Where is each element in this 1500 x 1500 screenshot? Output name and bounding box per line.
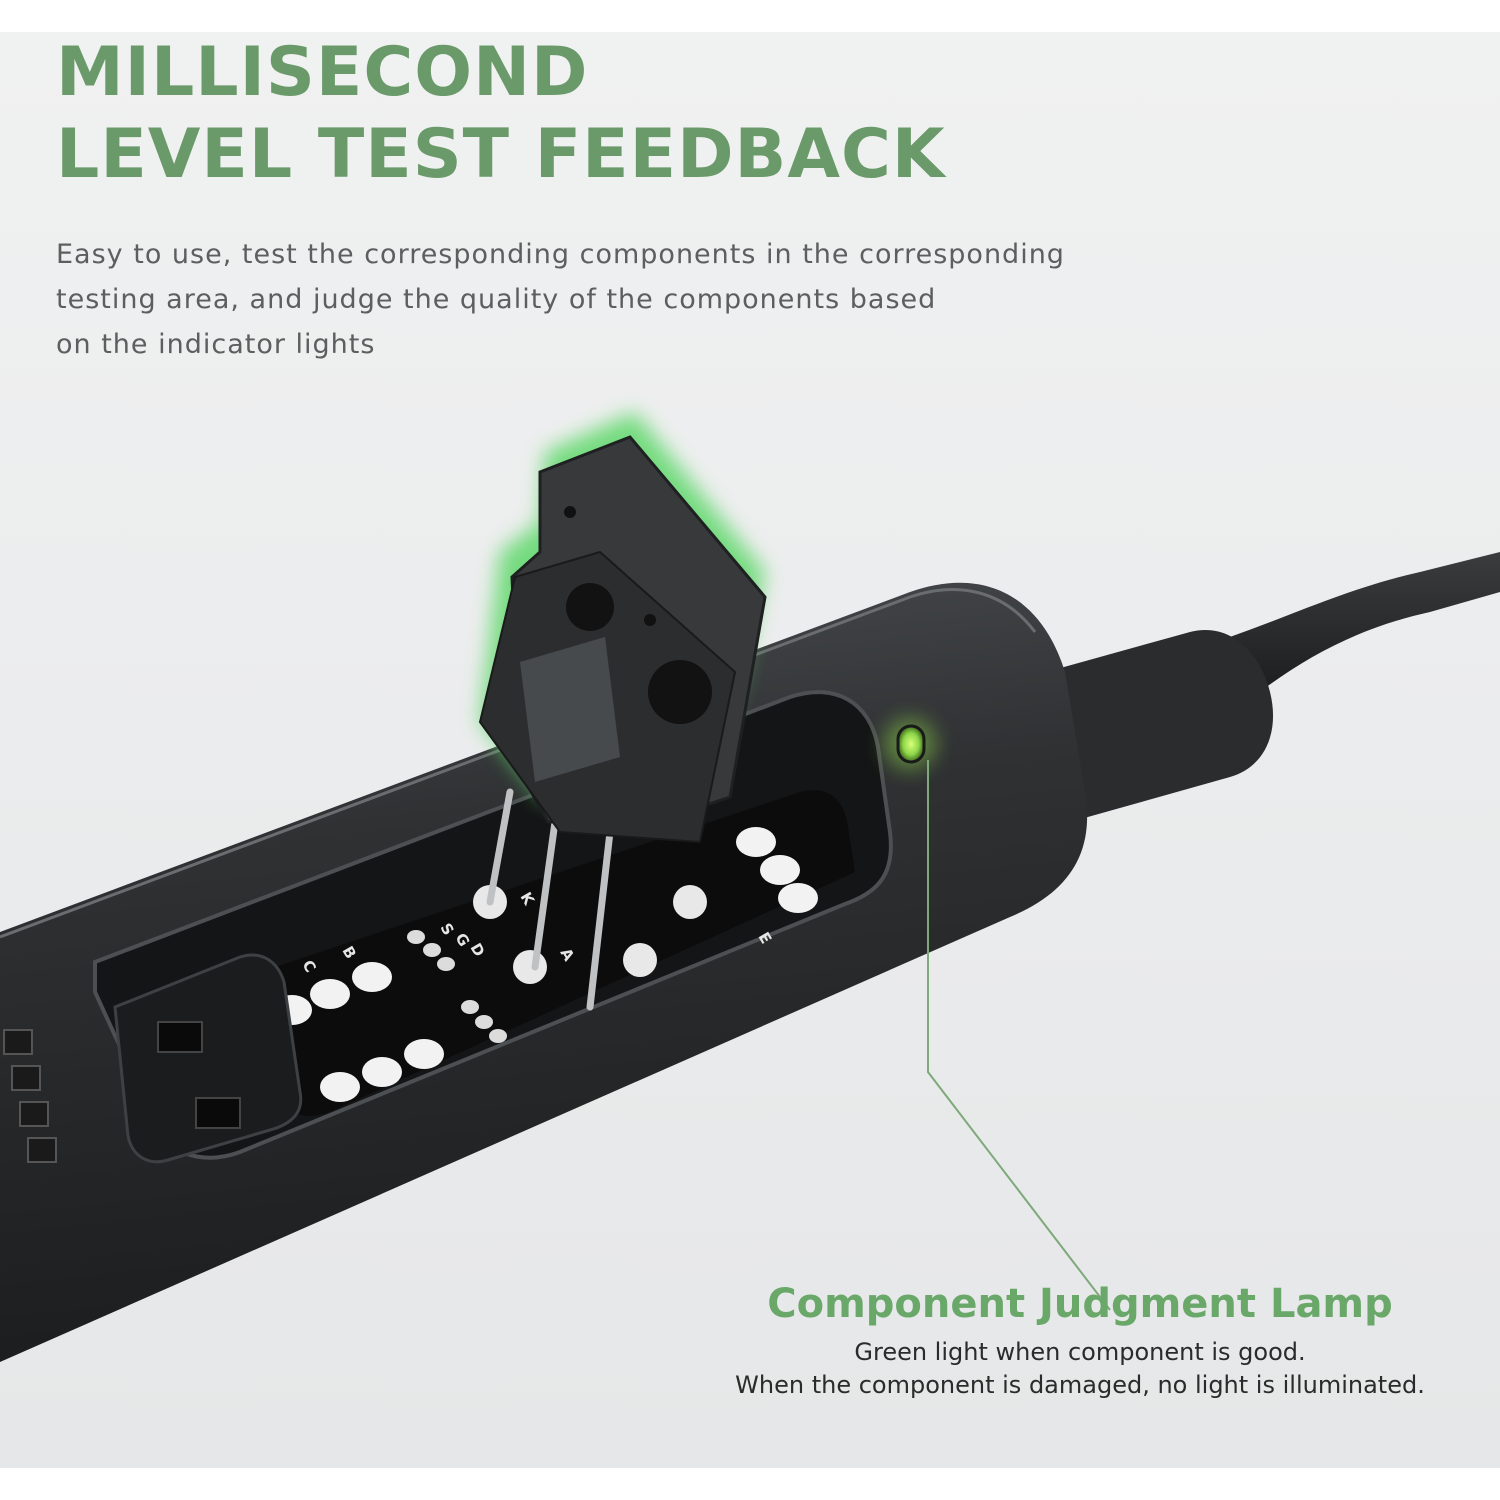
- description-line-2: testing area, and judge the quality of t…: [56, 284, 937, 315]
- callout-line-1: Green light when component is good.: [854, 1338, 1306, 1366]
- transistor-mount-hole: [566, 583, 614, 631]
- pcb-small-pads: [407, 930, 507, 1043]
- component-tester-illustration: S G D B E C K A E: [0, 412, 1500, 1362]
- callout-title: Component Judgment Lamp: [767, 1281, 1393, 1327]
- body-edge-highlight: [0, 588, 1037, 939]
- transistor-screw-dot: [564, 506, 576, 518]
- vent-slots: [3, 1029, 57, 1163]
- judgment-lamp-callout: Component Judgment Lamp Green light when…: [700, 1272, 1460, 1402]
- connector-pins: [157, 1021, 241, 1129]
- callout-line-2: When the component is damaged, no light …: [735, 1371, 1425, 1399]
- transistor-mount-hole-2: [648, 660, 712, 724]
- judgment-lamp: [896, 724, 926, 764]
- transistor-screw-dot-2: [644, 614, 656, 626]
- description-line-3: on the indicator lights: [56, 329, 376, 360]
- headline-line-2: LEVEL TEST FEEDBACK: [56, 115, 946, 194]
- transistor-heat-pad: [520, 637, 620, 782]
- headline-line-1: MILLISECOND: [56, 33, 589, 112]
- pcb-board: [260, 790, 855, 1116]
- description: Easy to use, test the corresponding comp…: [56, 232, 1156, 367]
- headline: MILLISECOND LEVEL TEST FEEDBACK: [56, 32, 946, 196]
- product-banner: MILLISECOND LEVEL TEST FEEDBACK Easy to …: [0, 32, 1500, 1468]
- connector-block: [113, 953, 303, 1164]
- transistor-legs: [486, 788, 614, 1011]
- description-line-1: Easy to use, test the corresponding comp…: [56, 239, 1065, 270]
- callout-leader-line: [927, 760, 1111, 1311]
